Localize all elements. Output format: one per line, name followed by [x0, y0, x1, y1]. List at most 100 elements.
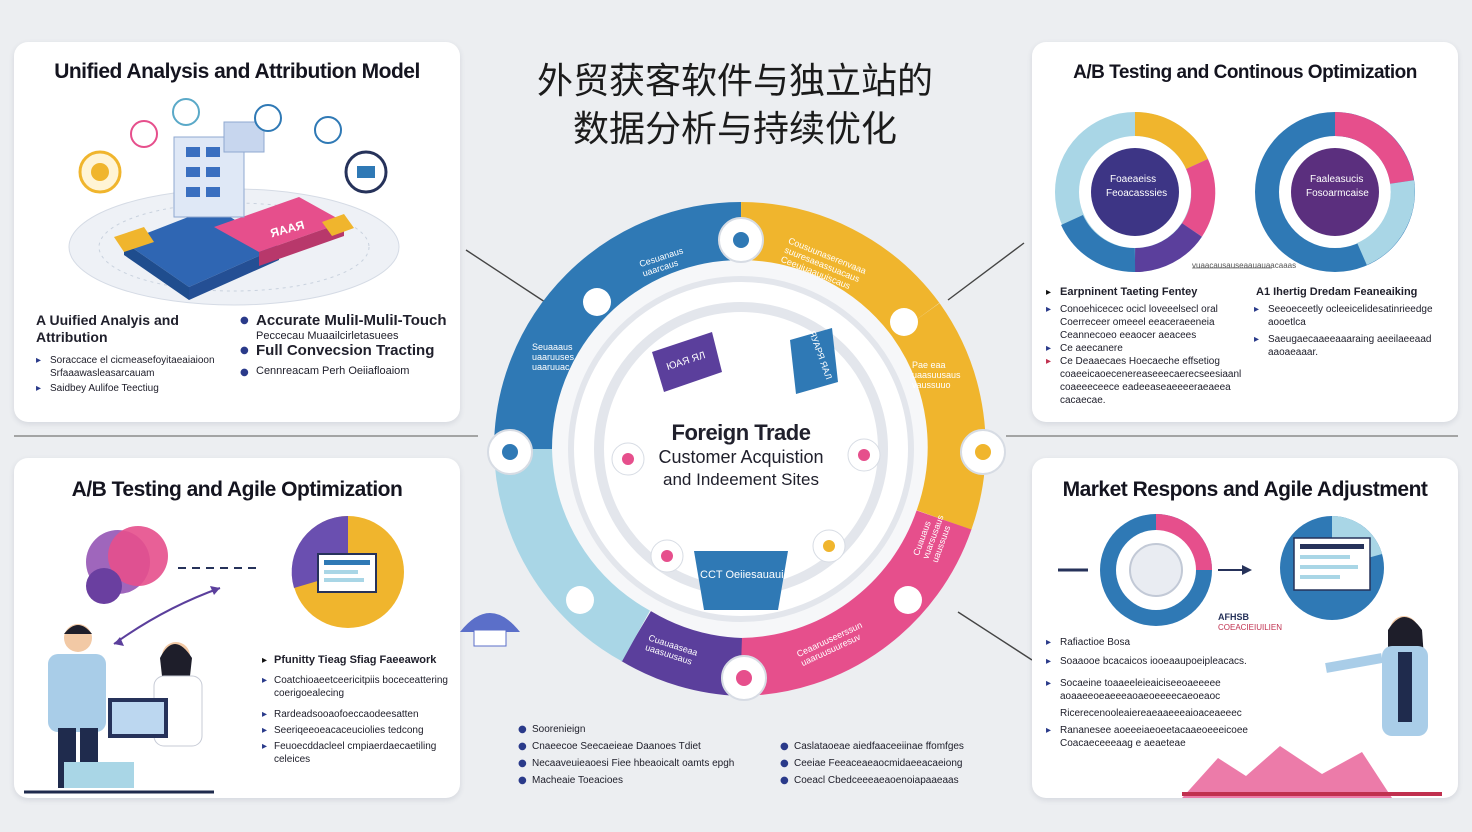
bullet-marker: ▸ [1046, 287, 1052, 298]
br-item-4: aoaaeeoeaeeeaoaeoeeeecaeoeaoc [1060, 691, 1221, 702]
bl-item-2: coerigoealecing [274, 688, 345, 699]
col1-heading: Earpninent Taeting Fentey [1060, 286, 1198, 298]
card-title: Unified Analysis and Attribution Model [54, 60, 420, 83]
donut1-label-2: Feoacasssies [1106, 188, 1168, 199]
col2-item-4: aaoaeaaar. [1268, 347, 1319, 358]
br-item-6: Rananesee aoeeeiaeoeetacaaeoeeeicoee [1060, 725, 1248, 736]
bullet-marker: ▸ [1046, 725, 1052, 736]
tag-top: AFHSB [1218, 612, 1249, 622]
bullet-marker: ● [518, 741, 527, 752]
donut2-label-1: Faaleasucis [1310, 174, 1364, 185]
card-market-response: Market Respons and Agile Adjustment AFHS… [1032, 458, 1458, 798]
segment-right: Pae eaa uaasuusaus vaussuuo [912, 360, 961, 390]
bl-heading: Pfunitty Tieag Sfiag Faeeawork [274, 654, 437, 666]
bc-col1-item-3: Necaaveuieaoesi Fiee hbeaoicalt oamts ep… [532, 758, 735, 769]
left-heading-line-1: A Uuified Analyis and [36, 312, 179, 328]
bullet-marker: ▸ [1046, 678, 1052, 689]
bullet-marker: ● [780, 775, 789, 786]
bullet-marker: ▸ [262, 709, 268, 720]
bc-col1-item-4: Macheaie Toeacioes [532, 775, 623, 786]
bullet-marker: ▸ [36, 383, 42, 394]
bullet-marker: ▸ [262, 741, 268, 752]
bullet-marker: ▸ [262, 655, 268, 666]
bc-col1-item-1: Soorenieign [532, 724, 586, 735]
bullet-marker: ▸ [1046, 343, 1052, 354]
page-title-line-2: 数据分析与持续优化 [572, 109, 897, 150]
col1-item-1: Conoehicecec ocicl loveeelsecl oral [1060, 304, 1218, 315]
bl-item-4: Seeriqeeoeacaceuciolies tedcong [274, 725, 424, 736]
bullet-marker: ▸ [1046, 637, 1052, 648]
page-title: 外贸获客软件与独立站的 数据分析与持续优化 [500, 58, 970, 154]
bullet-marker: ● [240, 315, 249, 326]
right-line-3: Full Convecsion Tracting [256, 342, 435, 359]
col2-item-3: Saeugaecaaeeaaaraing aeeilaeeaad [1268, 334, 1432, 345]
tag-bottom: COEACIEIUILIEN [1218, 623, 1283, 632]
isometric-dashboard-illustration [68, 98, 400, 306]
bl-item-6: celeices [274, 754, 311, 765]
center-title-line-2: Customer Acquistion [658, 447, 824, 467]
col1-item-7: coaeeeceece eadeeaseaeeeeraeaeea [1060, 382, 1231, 393]
right-line-4: Cennreacam Perh Oeiiafloaiom [256, 365, 410, 377]
card-ab-agile: A/B Testing and Agile Optimization ▸ Pfu… [14, 458, 460, 798]
left-bullet-1: Soraccace el cicmeasefoyitaeaiaioon [50, 355, 215, 366]
bl-item-3: Rardeadsooaofoeccaodeesatten [274, 709, 419, 720]
col1-item-4: Ce aeecanere [1060, 343, 1123, 354]
bullet-marker: ▸ [262, 725, 268, 736]
br-item-1: Rafiactioe Bosa [1060, 637, 1131, 648]
bc-col2-item-2: Ceeiae Feeaceaeaocmidaeeacaeiong [794, 758, 963, 769]
bullet-marker: ▸ [1046, 656, 1052, 667]
bl-item-5: Feuoecddacleel cmpiaerdaecaetiling [274, 741, 437, 752]
card-title: A/B Testing and Continous Optimization [1073, 62, 1417, 83]
bullet-marker: ● [240, 345, 249, 356]
center-bottom-band: CCT Oeiiesauaui [700, 569, 784, 581]
center-title-line-1: Foreign Trade [671, 420, 811, 445]
card-title: Market Respons and Agile Adjustment [1062, 478, 1428, 501]
card-ab-continuous: A/B Testing and Continous Optimization F… [1032, 42, 1458, 422]
card-unified-analysis: Unified Analysis and Attribution Model Я… [14, 42, 460, 422]
col1-item-5: Ce Deaaecaes Hoecaeche effsetiog [1060, 356, 1220, 367]
br-item-2: Soaaooe bcacaicos iooeaaupoeipleacacs. [1060, 656, 1247, 667]
col1-item-6: coaeeicaoecenereaseeecaerecseesiaanl [1060, 369, 1242, 380]
team-illustration [24, 515, 404, 794]
axis-caption: vuaacausauseaauauaacaaas [1192, 261, 1297, 270]
bc-col1-item-2: Cnaeecoe Seecaeieae Daanoes Tdiet [532, 741, 701, 752]
market-illustration [1058, 514, 1442, 798]
br-item-7: Coacaeceeeaag e aeaeteae [1060, 738, 1186, 749]
bc-col2-item-1: Caslataoeae aiedfaaceeiinae ffomfges [794, 741, 964, 752]
bullet-marker: ● [518, 724, 527, 735]
bullet-marker: ● [780, 741, 789, 752]
bullet-marker: ▸ [1254, 304, 1260, 315]
col2-item-1: Seeoeceetly ocleeicelidesatinrieedge [1268, 304, 1433, 315]
col2-item-2: aooetlca [1268, 317, 1306, 328]
bullet-marker: ● [240, 367, 249, 378]
left-bullet-2: Saidbey Aulifoe Teectiug [50, 383, 159, 394]
br-item-3: Socaeine toaaeeleieaiciseeoaeeeee [1060, 678, 1221, 689]
page-title-line-1: 外贸获客软件与独立站的 [536, 61, 933, 102]
card-title: A/B Testing and Agile Optimization [71, 478, 403, 501]
bullet-marker: ● [518, 758, 527, 769]
col1-item-2: Coerreceer omeeel eeaceraeeneia [1060, 317, 1215, 328]
center-title-line-3: and Indeement Sites [663, 470, 819, 489]
right-line-2: Peccecau Muaailcirletasuees [256, 330, 399, 342]
donut-charts [1055, 112, 1415, 273]
donut2-label-2: Fosoarmcaise [1306, 188, 1369, 199]
bullet-marker: ● [780, 758, 789, 769]
br-item-5: Ricerecenooleaiereaeaaeeeaioaceaeeec [1060, 708, 1242, 719]
col1-item-3: Ceannecoeo eeaocer aeacees [1060, 330, 1197, 341]
left-heading-line-2: Attribution [36, 329, 108, 345]
left-sub: Srfaaawasleasarcauam [50, 368, 155, 379]
bullet-marker: ▸ [36, 355, 42, 366]
bl-item-1: Coatchioaeetceericitpiis boceceattering [274, 675, 448, 686]
bullet-marker: ● [518, 775, 527, 786]
right-line-1: Accurate MuliI-MuliI-Touch [256, 312, 447, 329]
donut1-label-1: Foaeaeiss [1110, 174, 1157, 185]
col1-item-8: cacaecae. [1060, 395, 1106, 406]
bullet-marker: ▸ [1046, 304, 1052, 315]
col2-heading: A1 Ihertig Dredam Feaneaiking [1256, 286, 1418, 298]
bullet-marker: ▸ [262, 675, 268, 686]
bc-col2-item-3: Coeacl Cbedceeeaeaoenoiapaaeaas [794, 775, 959, 786]
segment-left: Seuaaaus uaaruuses uaaruuac [532, 342, 575, 372]
bullet-marker: ▸ [1254, 334, 1260, 345]
